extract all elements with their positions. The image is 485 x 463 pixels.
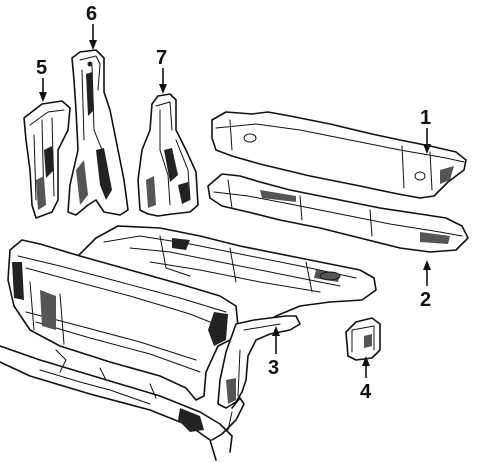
callout-label-3: 3 (268, 357, 279, 379)
callout-6: 6 (86, 3, 97, 50)
callout-1: 1 (420, 107, 431, 154)
part-5-panel (23, 100, 71, 219)
part-3-floor-assembly (0, 225, 377, 461)
callout-label-4: 4 (360, 381, 372, 403)
callout-2: 2 (420, 260, 431, 311)
callout-label-6: 6 (86, 3, 97, 25)
callout-4: 4 (360, 356, 372, 403)
callout-label-5: 5 (36, 57, 47, 79)
callout-3: 3 (268, 326, 280, 379)
callout-7: 7 (156, 47, 167, 94)
part-6-pillar (67, 49, 129, 216)
callout-label-2: 2 (420, 289, 431, 311)
part-1-crossmember (211, 111, 467, 199)
part-2-crossmember (207, 173, 469, 253)
part-4-bracket (345, 317, 381, 361)
callout-label-7: 7 (156, 47, 167, 69)
callout-label-1: 1 (420, 107, 431, 129)
callout-5: 5 (36, 57, 47, 102)
part-7-pillar (137, 93, 199, 217)
